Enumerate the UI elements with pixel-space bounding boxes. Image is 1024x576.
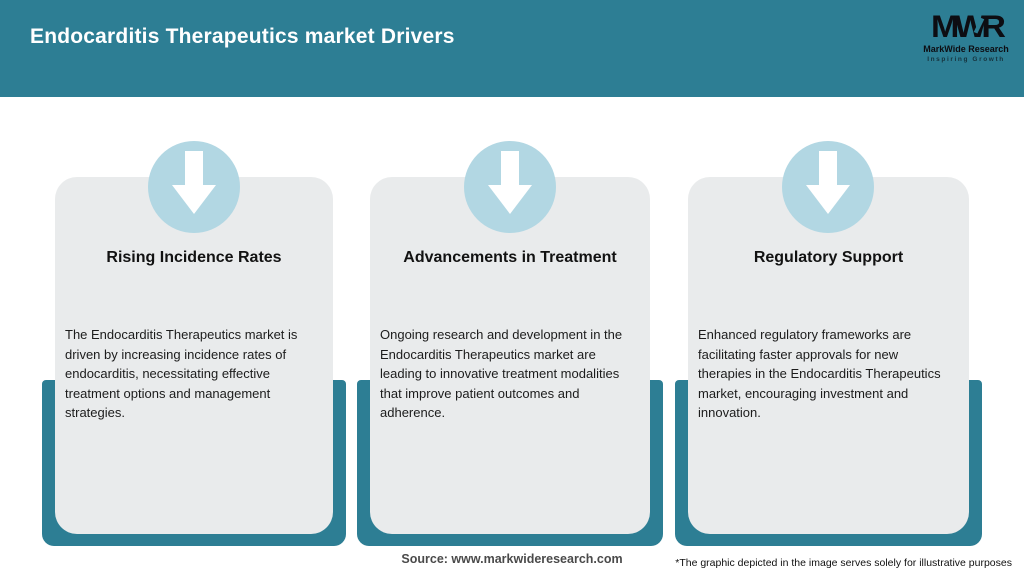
logo-tagline: Inspiring Growth	[927, 56, 1005, 63]
icon-circle	[782, 141, 874, 233]
down-arrow-icon	[487, 151, 533, 215]
card-body: The Endocarditis Therapeutics market is …	[65, 327, 298, 420]
icon-circle	[148, 141, 240, 233]
card-body: Enhanced regulatory frameworks are facil…	[698, 327, 941, 420]
card-title: Rising Incidence Rates	[106, 249, 282, 266]
header-bar: Endocarditis Therapeutics market Drivers…	[0, 0, 1024, 97]
driver-card: Regulatory Support Enhanced regulatory f…	[688, 177, 969, 534]
disclaimer-text: *The graphic depicted in the image serve…	[675, 557, 1012, 569]
logo-monogram: MWR	[931, 9, 1006, 45]
source-text: Source: www.markwideresearch.com	[401, 552, 623, 566]
brand-logo: MWR MarkWide Research Inspiring Growth	[918, 8, 1014, 64]
card-title: Regulatory Support	[753, 249, 904, 266]
driver-card: Rising Incidence Rates The Endocarditis …	[55, 177, 333, 534]
logo-name: MarkWide Research	[923, 44, 1009, 54]
logo-monogram-text: MWR	[931, 9, 1006, 45]
driver-card: Advancements in Treatment Ongoing resear…	[370, 177, 650, 534]
page-title: Endocarditis Therapeutics market Drivers	[30, 25, 455, 48]
down-arrow-icon	[805, 151, 851, 215]
down-arrow-icon	[171, 151, 217, 215]
card-body: Ongoing research and development in the …	[380, 327, 623, 420]
card-title: Advancements in Treatment	[403, 249, 617, 266]
icon-circle	[464, 141, 556, 233]
